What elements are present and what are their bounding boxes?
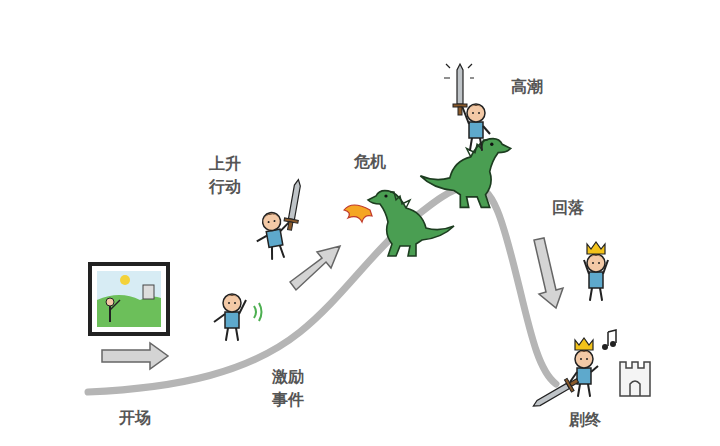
stage-label: 剧终 — [569, 408, 601, 431]
stage-label: 激励 事件 — [270, 365, 305, 411]
stage-label: 上升 行动 — [207, 152, 242, 198]
stage-label: 回落 — [552, 196, 584, 219]
stage-label: 开场 — [119, 406, 151, 429]
stage-label: 危机 — [354, 150, 386, 173]
stage-label: 高潮 — [511, 75, 543, 98]
